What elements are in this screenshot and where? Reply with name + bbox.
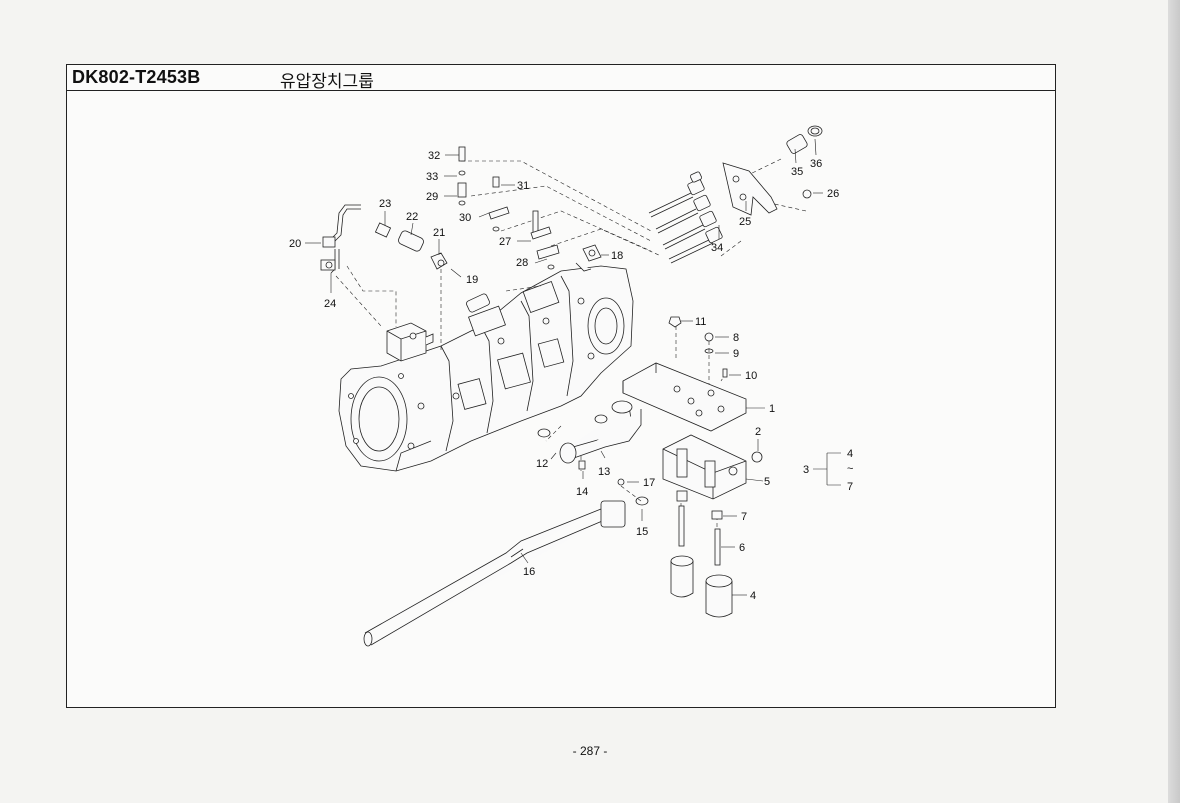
washer-9 xyxy=(704,348,714,354)
callout-17: 17 xyxy=(643,477,655,489)
valve-block xyxy=(386,322,434,362)
callout-range-7: 7 xyxy=(847,481,853,493)
filter-cartridge-left xyxy=(670,555,694,598)
callout-7: 7 xyxy=(741,511,747,523)
adapter-19 xyxy=(466,293,490,313)
bolt-27 xyxy=(530,210,552,240)
coupler-35 xyxy=(786,134,808,154)
callout-13: 13 xyxy=(598,466,610,478)
suction-pipe-16 xyxy=(363,500,626,647)
pin-10 xyxy=(722,368,728,378)
group-title: 유압장치그룹 xyxy=(280,72,374,92)
nut-11 xyxy=(668,316,682,328)
callout-3: 3 xyxy=(803,464,809,476)
bolt-32 xyxy=(458,146,466,162)
filter-cartridge-4 xyxy=(705,574,733,618)
callout-leaders xyxy=(305,138,841,596)
elbow-21 xyxy=(430,252,448,270)
callout-20: 20 xyxy=(289,238,301,250)
bolt-14 xyxy=(578,460,586,470)
oring-12 xyxy=(537,428,551,438)
washer-33 xyxy=(458,170,466,176)
parts-diagram-frame: DK802-T2453B 유압장치그룹 xyxy=(66,64,1056,708)
callout-21: 21 xyxy=(433,227,445,239)
plug-7 xyxy=(711,510,723,520)
callout-30: 30 xyxy=(459,212,471,224)
page-number: - 287 - xyxy=(572,744,608,758)
oring-15 xyxy=(635,496,649,506)
callout-22: 22 xyxy=(406,211,418,223)
callout-4: 4 xyxy=(750,590,756,602)
callout-range-tilde: ~ xyxy=(847,463,853,475)
callout-24: 24 xyxy=(324,298,336,310)
oring-pipe-top xyxy=(594,414,608,424)
callout-5: 5 xyxy=(764,476,770,488)
coupler-rods-34 xyxy=(648,171,723,264)
bracket-25 xyxy=(722,162,778,216)
filter-head-5 xyxy=(662,434,747,500)
mounting-plate-1 xyxy=(622,362,747,432)
callout-18: 18 xyxy=(611,250,623,262)
callout-9: 9 xyxy=(733,348,739,360)
fitting-23 xyxy=(374,222,392,238)
bolt-8 xyxy=(704,332,714,342)
screw-31 xyxy=(492,176,500,188)
hose-22 xyxy=(398,230,424,252)
model-code: DK802-T2453B xyxy=(72,67,201,87)
callout-36: 36 xyxy=(810,158,822,170)
callout-12: 12 xyxy=(536,458,548,470)
callout-19: 19 xyxy=(466,274,478,286)
callout-28: 28 xyxy=(516,257,528,269)
bolt-26 xyxy=(802,189,812,199)
callout-33: 33 xyxy=(426,171,438,183)
callout-34: 34 xyxy=(711,242,723,254)
clip-28 xyxy=(536,244,560,270)
callout-35: 35 xyxy=(791,166,803,178)
exploded-parts-diagram: 1 2 3 4 ~ 7 4 5 6 7 8 9 10 11 12 13 14 1… xyxy=(289,125,853,647)
callout-2: 2 xyxy=(755,426,761,438)
callout-10: 10 xyxy=(745,370,757,382)
pipe-13 xyxy=(559,400,642,464)
callout-23: 23 xyxy=(379,198,391,210)
transmission-housing xyxy=(338,262,634,472)
cap-36 xyxy=(807,125,823,137)
callout-31: 31 xyxy=(517,180,529,192)
pin-17 xyxy=(617,478,625,486)
callout-29: 29 xyxy=(426,191,438,203)
callout-27: 27 xyxy=(499,236,511,248)
pin-29 xyxy=(457,182,467,206)
callout-25: 25 xyxy=(739,216,751,228)
header-bar: DK802-T2453B 유압장치그룹 xyxy=(67,65,1055,92)
callout-11: 11 xyxy=(695,316,706,328)
callout-32: 32 xyxy=(428,150,440,162)
elbow-18 xyxy=(582,244,602,262)
callout-16: 16 xyxy=(523,566,535,578)
pipe-assembly-20-24 xyxy=(320,204,361,274)
filter-stem-left xyxy=(676,490,688,547)
stud-6 xyxy=(714,528,721,566)
callout-6: 6 xyxy=(739,542,745,554)
clamp-30 xyxy=(488,206,510,232)
callout-15: 15 xyxy=(636,526,648,538)
bolt-2 xyxy=(751,451,763,463)
callout-26: 26 xyxy=(827,188,839,200)
callout-8: 8 xyxy=(733,332,739,344)
page-edge-shadow xyxy=(1168,0,1180,803)
callout-numbers: 1 2 3 4 ~ 7 4 5 6 7 8 9 10 11 12 13 14 1… xyxy=(289,150,853,602)
callout-14: 14 xyxy=(576,486,588,498)
callout-1: 1 xyxy=(769,403,775,415)
callout-range-4: 4 xyxy=(847,448,853,460)
